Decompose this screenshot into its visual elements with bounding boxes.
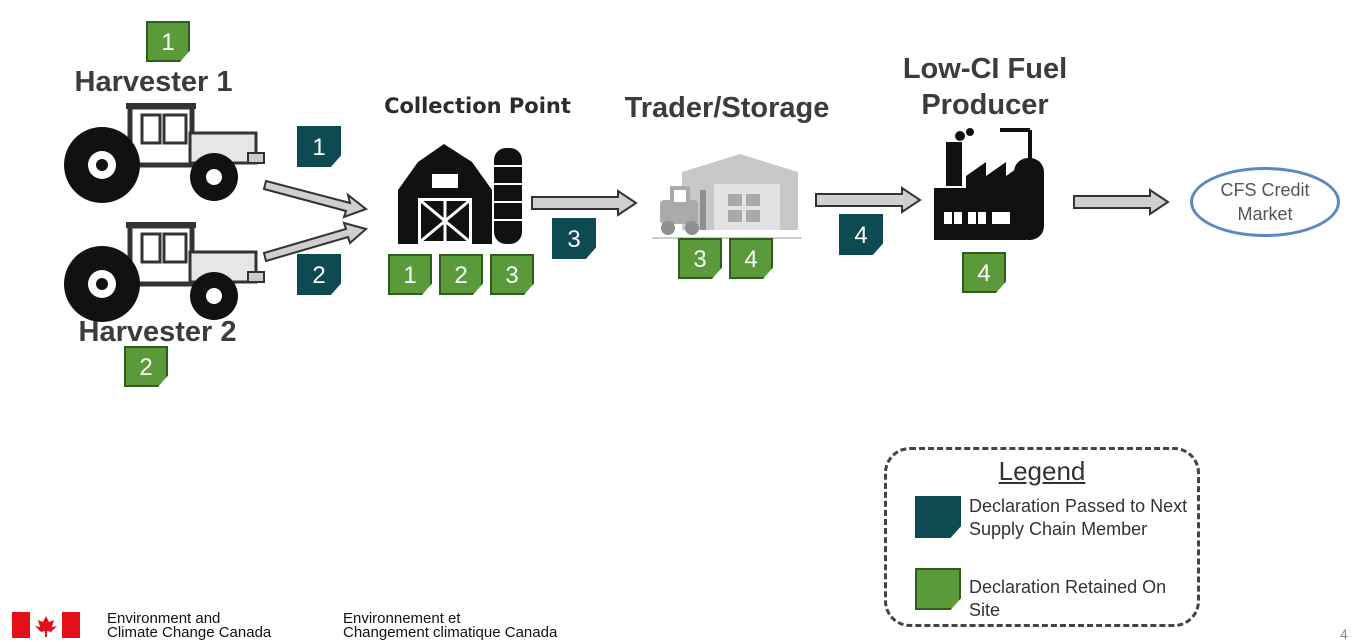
cfs-credit-market-node: CFS Credit Market xyxy=(1190,167,1340,237)
flow-arrows-harvesters xyxy=(262,179,369,263)
arrow-harvester-1 xyxy=(262,179,369,219)
retained-declaration-badge: 4 xyxy=(962,252,1006,293)
arrow-harvester-2 xyxy=(262,221,369,263)
passed-declaration-badge: 3 xyxy=(552,218,596,259)
page-number: 4 xyxy=(1340,626,1348,642)
trader-storage-title: Trader/Storage xyxy=(624,92,830,124)
harvester-2-title: Harvester 2 xyxy=(78,316,237,348)
retained-declaration-badge: 2 xyxy=(124,346,168,387)
footer-en-line1: Environment and xyxy=(107,610,221,627)
retained-declaration-badge: 3 xyxy=(678,238,722,279)
passed-swatch-icon xyxy=(915,496,961,538)
legend-title: Legend xyxy=(998,456,1086,486)
warehouse-icon xyxy=(652,154,802,239)
retained-declaration-badge: 1 xyxy=(388,254,432,295)
harvester-1-title: Harvester 1 xyxy=(74,66,233,98)
legend: Legend Declaration Passed to Next Supply… xyxy=(884,447,1200,627)
producer-title-line2: Producer xyxy=(921,89,1049,121)
canada-flag-logo xyxy=(12,612,80,638)
passed-declaration-badge: 2 xyxy=(297,254,341,295)
arrow-producer-to-market xyxy=(1073,188,1170,216)
barn-icon xyxy=(398,144,522,244)
market-label-line1: CFS Credit xyxy=(1220,180,1310,200)
retained-declaration-badge: 3 xyxy=(490,254,534,295)
producer-title-line1: Low-CI Fuel xyxy=(902,53,1068,85)
footer-fr-line2: Changement climatique Canada xyxy=(343,624,558,641)
tractor-1-icon xyxy=(64,103,265,203)
arrow-trader-to-producer xyxy=(815,186,922,214)
legend-passed-text: Declaration Passed to Next Supply Chain … xyxy=(969,496,1188,539)
footer-english: Environment and Climate Change Canada xyxy=(107,610,272,641)
passed-declaration-badge: 4 xyxy=(839,214,883,255)
retained-swatch-icon xyxy=(915,568,961,610)
market-label-line2: Market xyxy=(1237,204,1293,224)
legend-retained-text: Declaration Retained On Site xyxy=(969,577,1167,620)
tractor-2-icon xyxy=(64,222,265,322)
footer-en-line2: Climate Change Canada xyxy=(107,624,272,641)
factory-icon xyxy=(934,128,1044,240)
footer-french: Environnement et Changement climatique C… xyxy=(343,610,558,641)
passed-declaration-badge: 1 xyxy=(297,126,341,167)
retained-declaration-badge: 1 xyxy=(146,21,190,62)
retained-declaration-badge: 2 xyxy=(439,254,483,295)
retained-declaration-badge: 4 xyxy=(729,238,773,279)
arrow-collection-to-trader xyxy=(531,189,638,217)
collection-point-title: Collection Point xyxy=(384,94,571,118)
footer-fr-line1: Environnement et xyxy=(343,610,461,627)
